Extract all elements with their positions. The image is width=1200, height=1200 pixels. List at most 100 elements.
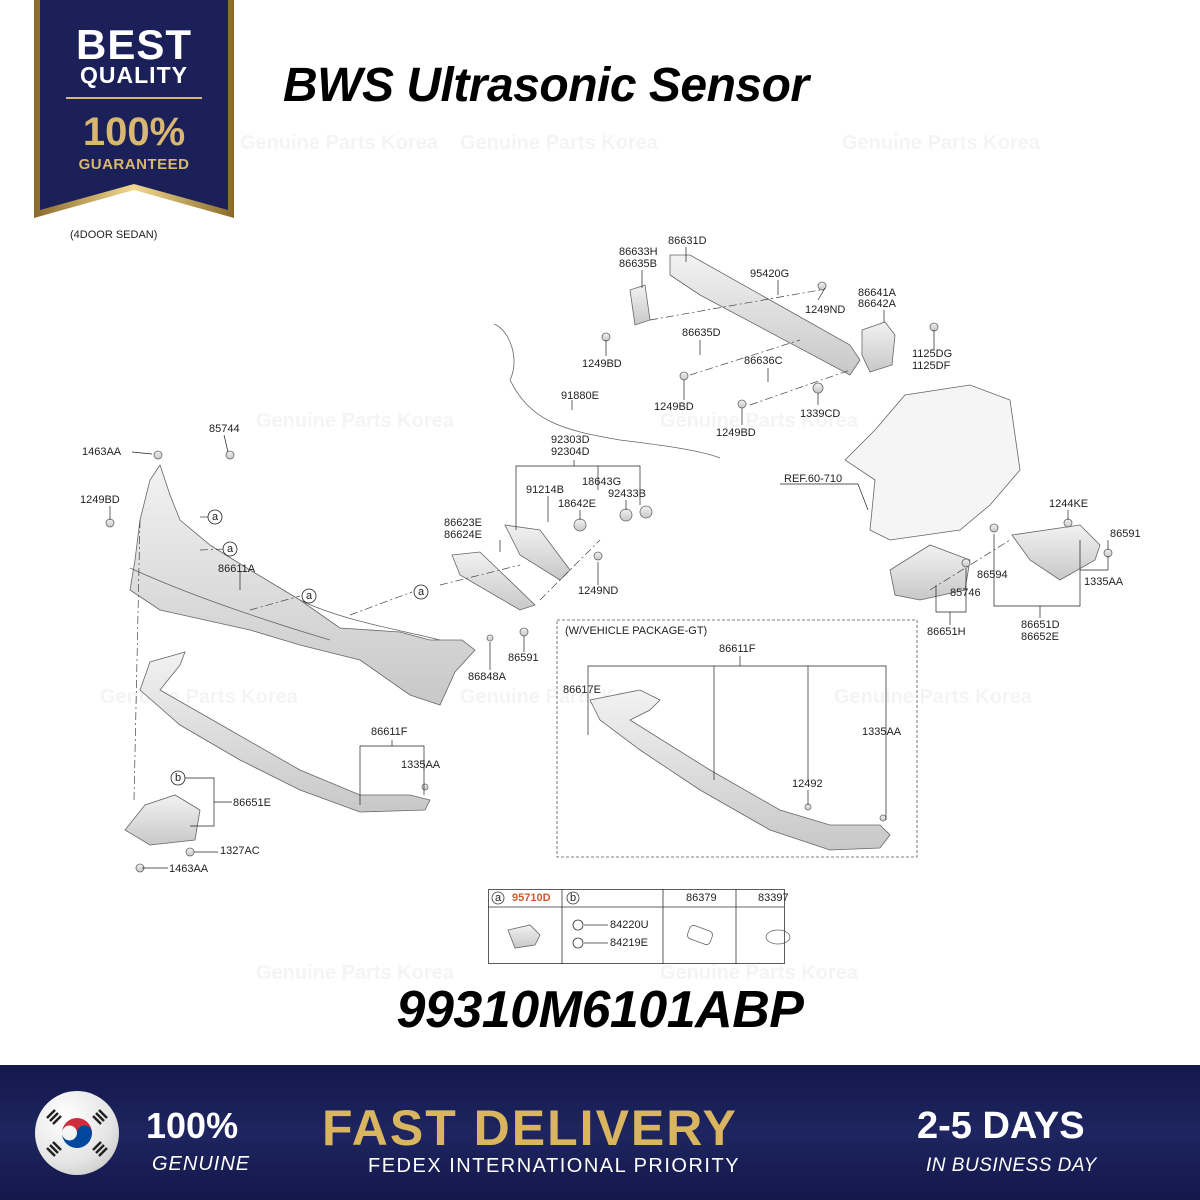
part-label: 86651H bbox=[927, 626, 966, 638]
package-label: (W/VEHICLE PACKAGE-GT) bbox=[565, 625, 708, 637]
lower-diffuser bbox=[139, 651, 431, 813]
part-label: 86611F bbox=[371, 726, 408, 738]
part-label: 1335AA bbox=[1084, 576, 1124, 588]
legend-a: a bbox=[495, 892, 502, 904]
part-label: 91214B bbox=[526, 484, 564, 496]
badge-ribbon bbox=[34, 0, 234, 218]
part-label: 86848A bbox=[468, 671, 506, 683]
watermark: Genuine Parts Korea bbox=[660, 962, 858, 985]
watermark: Genuine Parts Korea bbox=[256, 962, 454, 985]
legend-b-part: 84219E bbox=[610, 937, 648, 949]
part-label: 1249BD bbox=[582, 358, 622, 370]
part-label: 86641A bbox=[858, 287, 896, 299]
product-title: BWS Ultrasonic Sensor bbox=[283, 59, 809, 112]
legend-a-part: 95710D bbox=[512, 892, 551, 904]
callout-a: a bbox=[227, 543, 234, 555]
watermark: Genuine Parts Korea bbox=[660, 410, 858, 433]
part-label: REF.60-710 bbox=[784, 473, 843, 485]
part-label: 12492 bbox=[792, 778, 823, 790]
badge-guaranteed: GUARANTEED bbox=[78, 156, 190, 173]
part-label: 18642E bbox=[558, 498, 596, 510]
part-label: 86594 bbox=[977, 569, 1008, 581]
legend-col-part: 83397 bbox=[758, 892, 789, 904]
part-label: 1249ND bbox=[578, 585, 619, 597]
part-number: 99310M6101ABP bbox=[396, 981, 804, 1039]
part-label: 92303D bbox=[551, 434, 590, 446]
part-label: 1249ND bbox=[805, 304, 846, 316]
callout-a: a bbox=[418, 586, 425, 598]
part-label: 1249BD bbox=[80, 494, 120, 506]
part-label: 95420G bbox=[750, 268, 790, 280]
part-label: 18643G bbox=[582, 476, 622, 488]
part-label: 1339CD bbox=[800, 408, 841, 420]
part-label: 92433B bbox=[608, 488, 646, 500]
legend-b-part: 84220U bbox=[610, 919, 649, 931]
part-label: 86642A bbox=[858, 298, 896, 310]
part-label: 1125DF bbox=[912, 360, 951, 372]
part-label: 86623E bbox=[444, 517, 482, 529]
genuine-label: GENUINE bbox=[152, 1153, 251, 1175]
part-label: 86633H bbox=[619, 246, 658, 258]
diagram-drawing bbox=[105, 247, 1113, 949]
legend-grid bbox=[488, 889, 785, 964]
callout-a: a bbox=[306, 590, 313, 602]
under-cover-86651E bbox=[124, 794, 201, 846]
part-label: 1463AA bbox=[82, 446, 122, 458]
callout-b: b bbox=[175, 772, 182, 784]
part-label: 1327AC bbox=[220, 845, 260, 857]
rear-bumper-cover bbox=[129, 464, 476, 706]
part-label: 85746 bbox=[950, 587, 981, 599]
part-label: 86611A bbox=[218, 563, 256, 575]
part-label: 1249BD bbox=[716, 427, 756, 439]
part-label: 86624E bbox=[444, 529, 482, 541]
part-label: 1244KE bbox=[1049, 498, 1089, 510]
part-label: 1463AA bbox=[169, 863, 209, 875]
absorber bbox=[889, 544, 971, 601]
badge-quality: QUALITY bbox=[80, 62, 188, 88]
part-label: 1335AA bbox=[862, 726, 902, 738]
part-label: 86635D bbox=[682, 327, 721, 339]
watermark: Genuine Parts Korea bbox=[842, 132, 1040, 155]
part-label: 86591 bbox=[1110, 528, 1141, 540]
gt-diffuser bbox=[589, 689, 891, 851]
legend-col-part: 86379 bbox=[686, 892, 717, 904]
bumper-beam bbox=[669, 254, 861, 376]
watermark: Genuine Parts Korea bbox=[460, 132, 658, 155]
part-label: 86652E bbox=[1021, 631, 1059, 643]
callout-a: a bbox=[212, 511, 219, 523]
genuine-percent: 100% bbox=[146, 1105, 239, 1146]
part-label: 85744 bbox=[209, 423, 240, 435]
part-label: 1125DG bbox=[912, 348, 953, 360]
side-bracket bbox=[1011, 524, 1101, 581]
delivery-days: 2-5 DAYS bbox=[917, 1105, 1085, 1147]
legend-b: b bbox=[570, 892, 577, 904]
part-label: 86635B bbox=[619, 258, 657, 270]
part-label: 92304D bbox=[551, 446, 590, 458]
side-lamp bbox=[504, 524, 571, 581]
korea-flag-icon bbox=[35, 1091, 119, 1175]
badge-percent: 100% bbox=[82, 110, 186, 154]
shipping-method: FEDEX INTERNATIONAL PRIORITY bbox=[368, 1155, 741, 1177]
parts-diagram: Genuine Parts Korea Genuine Parts Korea … bbox=[80, 132, 1141, 985]
part-label: 86617E bbox=[563, 684, 601, 696]
badge-best: BEST bbox=[75, 21, 192, 68]
watermark: Genuine Parts Korea bbox=[240, 132, 438, 155]
part-label: 86631D bbox=[668, 235, 707, 247]
part-label: 91880E bbox=[561, 390, 599, 402]
quarter-panel bbox=[844, 384, 1021, 541]
delivery-banner: 100% GENUINE FAST DELIVERY FEDEX INTERNA… bbox=[0, 1065, 1200, 1200]
quality-badge: BEST QUALITY 100% GUARANTEED bbox=[34, 0, 234, 222]
gt-package-box bbox=[556, 619, 918, 858]
part-label: 86591 bbox=[508, 652, 539, 664]
part-label: 1335AA bbox=[401, 759, 441, 771]
watermark: Genuine Parts Korea bbox=[834, 686, 1032, 709]
variant-label: (4DOOR SEDAN) bbox=[70, 229, 158, 241]
part-label: 1249BD bbox=[654, 401, 694, 413]
side-grille bbox=[451, 551, 536, 611]
fast-delivery-heading: FAST DELIVERY bbox=[322, 1100, 738, 1156]
part-label: 86651D bbox=[1021, 619, 1060, 631]
business-day-label: IN BUSINESS DAY bbox=[926, 1155, 1097, 1176]
part-label: 86636C bbox=[744, 355, 783, 367]
part-label: 86611F bbox=[719, 643, 756, 655]
part-label: 86651E bbox=[233, 797, 271, 809]
